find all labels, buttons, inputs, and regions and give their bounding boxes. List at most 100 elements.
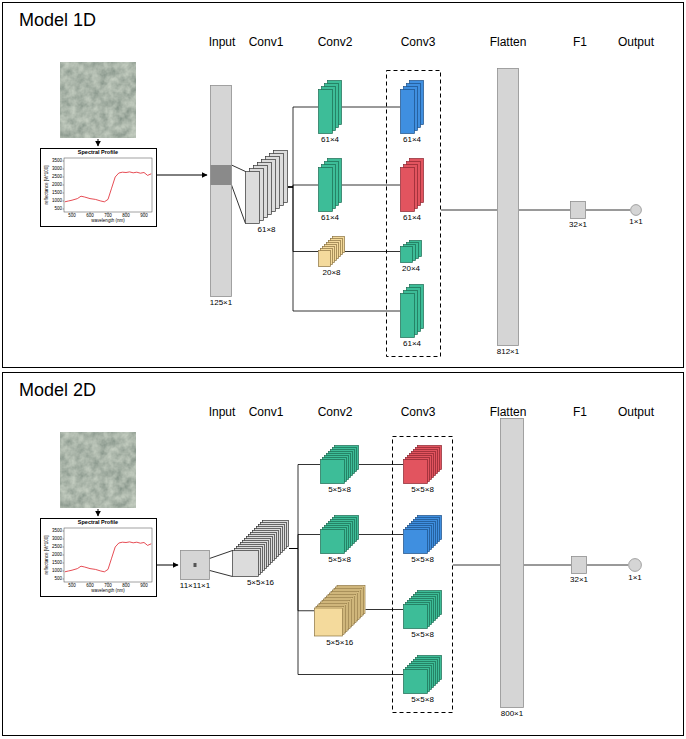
tick-label: 3000: [52, 537, 62, 542]
group-bracket: [387, 71, 441, 357]
tick-label: 600: [86, 213, 94, 218]
conv-stack: 5×5×8: [403, 445, 442, 495]
conv-stack-shape: [400, 158, 424, 212]
tick-label: 2000: [52, 183, 62, 188]
group-bracket: [393, 437, 453, 713]
input-illustration: [41, 62, 157, 227]
model-panel: Model 2D11×11×15×5×165×5×85×5×85×5×165×5…: [2, 372, 684, 736]
column-header: Output: [618, 36, 654, 48]
column-header: Conv3: [401, 36, 436, 48]
dimension-label: 5×5×16: [232, 579, 289, 588]
conv-stack-shape: [403, 515, 442, 554]
connector: [359, 464, 403, 465]
wire: [441, 210, 497, 211]
dimension-label: 5×5×8: [403, 486, 442, 495]
tick-label: 600: [86, 583, 94, 588]
tick-label: 2500: [52, 175, 62, 180]
connector: [366, 609, 404, 610]
dense-layer: 32×1: [569, 556, 590, 585]
conv-stack: 61×4: [400, 80, 424, 145]
conv-stack: 20×4: [400, 240, 422, 274]
conv-stack: 5×5×16: [232, 520, 289, 588]
column-header: Conv2: [318, 36, 353, 48]
wire: [453, 565, 500, 566]
dimension-label: 5×5×8: [403, 556, 442, 565]
column-header: Input: [209, 36, 236, 48]
dimension-label: 61×4: [400, 340, 424, 349]
flatten-vector: 812×1: [496, 68, 521, 357]
model-panel: Model 1D 125×1 61×8 61×4 61×4 20×8 61×4 61×4 20×…: [2, 2, 684, 368]
dimension-label: 5×5×8: [403, 696, 442, 705]
dense-layer-shape: [570, 201, 586, 219]
tick-label: 2500: [52, 545, 62, 550]
connector: [288, 107, 318, 187]
tick-label: 900: [140, 583, 148, 588]
dimension-label: 5×5×8: [320, 556, 359, 565]
conv-stack: 5×5×8: [403, 655, 442, 705]
tick-label: 3500: [52, 159, 62, 164]
tick-label: 800: [122, 213, 130, 218]
conv-stack: 61×4: [400, 158, 424, 223]
column-header: F1: [573, 36, 587, 48]
pool-stack-shape: [318, 236, 345, 267]
tick-label: 1000: [52, 569, 62, 574]
connector: [288, 187, 318, 252]
input-vector: 125×1: [209, 85, 234, 308]
dimension-label: 5×5×8: [320, 486, 359, 495]
dimension-label: 5×5×16: [314, 639, 366, 648]
dimension-label: 61×4: [318, 214, 342, 223]
column-header: F1: [573, 406, 587, 418]
dense-layer-shape: [571, 556, 587, 574]
conv-stack: 61×4: [400, 284, 424, 349]
conv-stack-shape: [403, 445, 442, 484]
conv-stack-shape: [318, 80, 342, 134]
dimension-label: 20×8: [318, 269, 345, 278]
conv-stack-shape: [320, 445, 359, 484]
conv-stack: 5×5×8: [320, 515, 359, 565]
conv-stack: 5×5×8: [320, 445, 359, 495]
conv-stack-shape: [232, 520, 289, 577]
conv-stack: 5×5×8: [403, 590, 442, 640]
connector: [586, 210, 630, 211]
conv-stack-shape: [400, 80, 424, 134]
connector: [519, 210, 570, 211]
connector: [289, 465, 320, 549]
conv-stack-shape: [320, 515, 359, 554]
dense-layer: 32×1: [568, 201, 589, 230]
column-header: Conv1: [249, 406, 284, 418]
connector: [359, 534, 403, 535]
axis-label: wavelength (nm): [91, 589, 124, 594]
tick-label: 500: [68, 583, 76, 588]
dimension-label: 800×1: [500, 710, 525, 719]
dimension-label: 32×1: [568, 221, 589, 230]
tick-label: 500: [54, 577, 62, 582]
column-header: Output: [618, 406, 654, 418]
connector: [232, 165, 246, 224]
connector: [587, 565, 628, 566]
tick-label: 3000: [52, 167, 62, 172]
column-header: Conv2: [318, 406, 353, 418]
conv-stack: 61×4: [318, 80, 342, 145]
axis-label: reflectance [%*100]: [45, 165, 50, 204]
tick-label: 800: [122, 583, 130, 588]
conv-stack: 61×8: [245, 150, 288, 235]
axis-label: wavelength (nm): [91, 219, 124, 224]
dimension-label: 61×4: [318, 136, 342, 145]
flatten-vector-shape: [497, 68, 519, 346]
conv-stack-shape: [245, 150, 288, 224]
tick-label: 1500: [52, 561, 62, 566]
axis-label: reflectance [%*100]: [45, 535, 50, 574]
output-node-shape: [628, 558, 642, 572]
dimension-label: 61×4: [400, 214, 424, 223]
panel-title: Model 1D: [19, 11, 96, 31]
plot-title: Spectral Profile: [78, 150, 118, 156]
column-header: Conv3: [401, 406, 436, 418]
tick-label: 900: [140, 213, 148, 218]
pool-stack: 20×8: [318, 236, 345, 278]
input-illustration: [41, 432, 157, 597]
connector: [342, 107, 400, 108]
tick-label: 700: [104, 213, 112, 218]
dimension-label: 11×11×1: [179, 582, 212, 591]
dimension-label: 5×5×8: [403, 631, 442, 640]
